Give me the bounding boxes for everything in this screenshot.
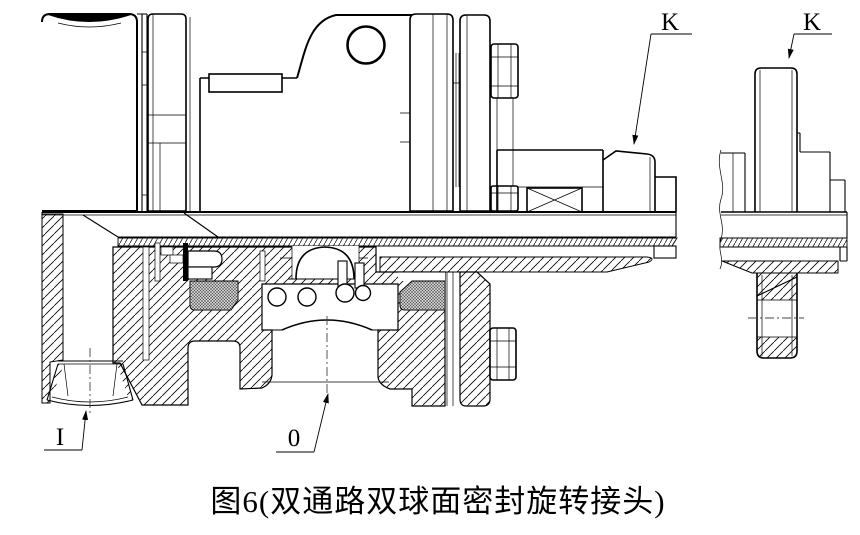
leader-O: [313, 393, 329, 453]
rotating-flange-disc: [379, 256, 653, 273]
cylinder-top-lens: [48, 13, 131, 22]
label-I: I: [44, 410, 89, 451]
left-flange-stack: [137, 13, 191, 212]
label-K-side: K: [787, 9, 832, 59]
hex-bolt-right: [489, 327, 517, 381]
seal-housing: [112, 242, 653, 407]
bottom-fitting: [748, 272, 804, 359]
inlet-port: [41, 213, 134, 414]
spring-balls: [267, 283, 372, 307]
nameplate: [208, 73, 283, 93]
side-view: [718, 67, 848, 359]
base-plate: [41, 211, 678, 259]
hex-bolt-lower: [490, 185, 519, 212]
label-K-main-text: K: [661, 9, 679, 36]
figure-caption: 图6(双通路双球面密封旋转接头): [210, 484, 665, 519]
hex-bolt-top: [490, 43, 519, 99]
label-O: 0: [276, 393, 329, 453]
annotations: K K I 0: [44, 9, 832, 453]
pipe-end-cap: [602, 150, 656, 212]
label-K-main: K: [632, 9, 692, 145]
spherical-seal-left: [189, 280, 239, 311]
label-I-text: I: [56, 424, 64, 451]
pin-2: [354, 262, 365, 289]
lug-hole: [346, 25, 386, 65]
label-K-side-text: K: [803, 9, 821, 36]
vertical-pipe: [754, 67, 846, 212]
leader-K-main: [632, 33, 652, 145]
leader-I: [81, 410, 89, 451]
side-flange: [719, 211, 848, 274]
spherical-seal-right: [399, 280, 446, 311]
main-section-view: [41, 13, 678, 414]
break-line: [718, 149, 724, 270]
leader-K-side: [787, 33, 795, 59]
right-flange-stack: [409, 13, 519, 212]
roller-cylinder: [41, 13, 138, 212]
seal-ring-dark: [183, 243, 188, 281]
clamp-flange-right: [446, 271, 517, 407]
spring-seat: [187, 250, 223, 268]
horizontal-pipe: [496, 149, 677, 213]
housing-body: [199, 14, 412, 211]
label-O-text: 0: [288, 425, 301, 452]
bearing-symbol: [526, 187, 583, 213]
